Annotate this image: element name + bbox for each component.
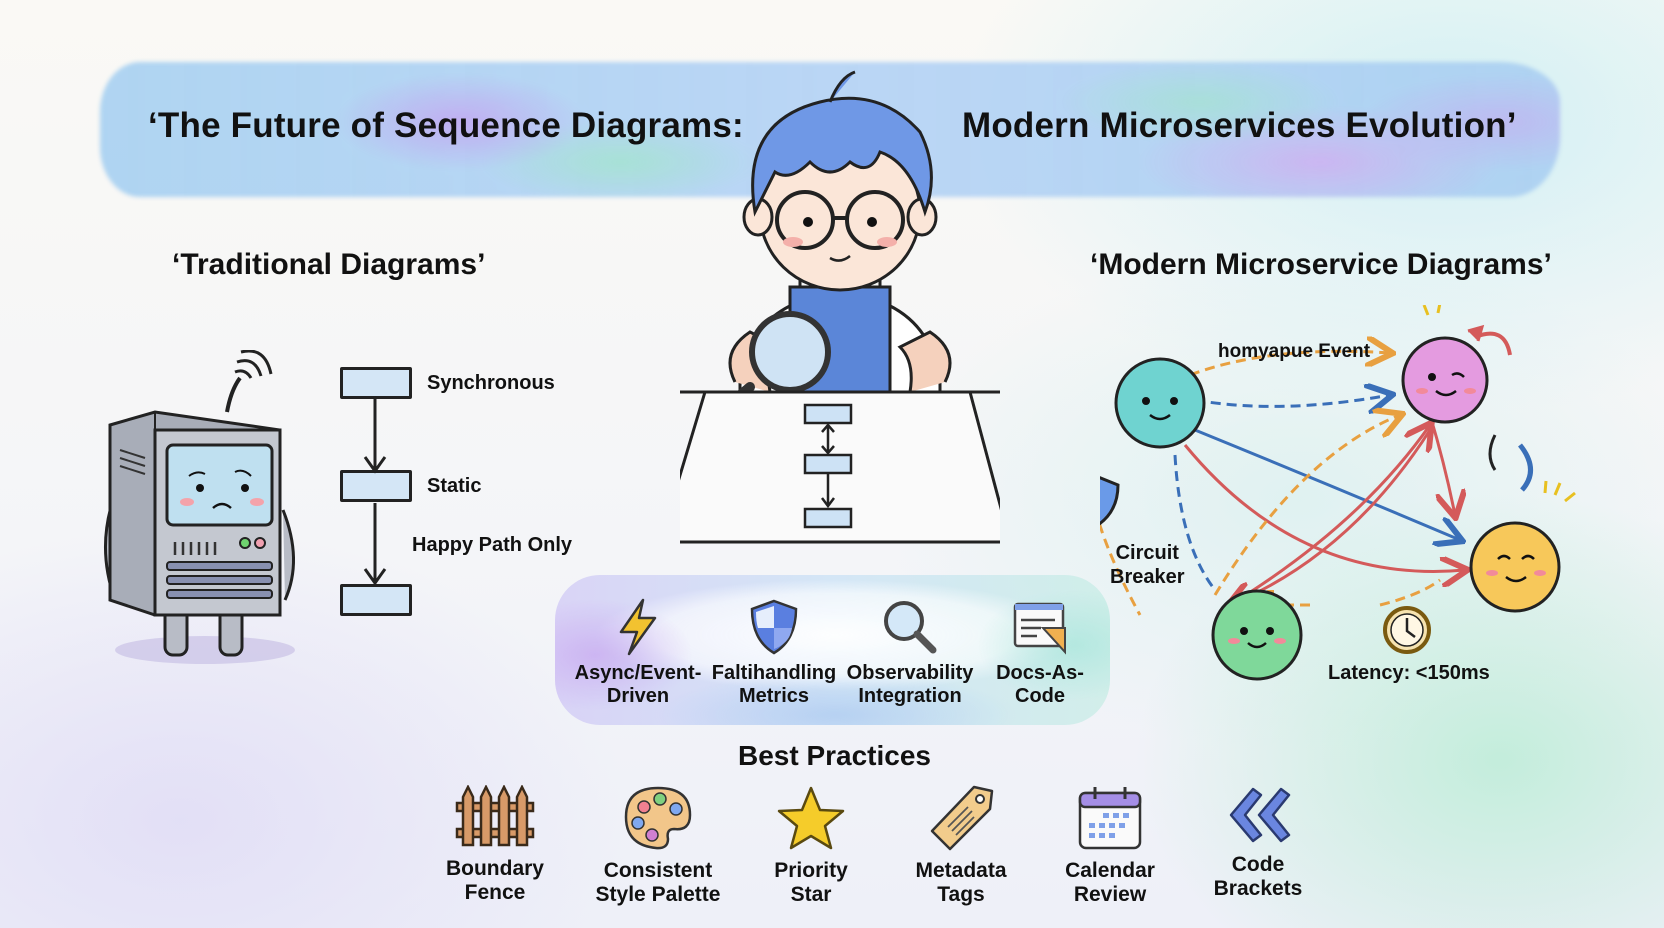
circuit-breaker-line1: Circuit xyxy=(1115,542,1179,564)
pink-service-node xyxy=(1401,336,1489,424)
document-icon xyxy=(1013,602,1066,655)
feature-docs-as-code: Docs-As-Code xyxy=(970,598,1110,708)
circuit-breaker-label: Circuit Breaker xyxy=(1110,541,1185,589)
microservice-network xyxy=(1100,305,1576,681)
feature-card xyxy=(555,575,1110,725)
feature-async: Async/Event-Driven xyxy=(568,598,708,708)
flow-label-happy-path: Happy Path Only xyxy=(412,534,573,556)
teal-service-node xyxy=(1114,357,1206,449)
lightning-icon xyxy=(619,598,657,656)
tag-icon xyxy=(930,785,994,851)
calendar-icon xyxy=(1078,787,1142,850)
title-left: ‘The Future of Sequence Diagrams: xyxy=(148,106,744,145)
sad-computer-icon xyxy=(103,350,295,664)
modern-title: ‘Modern Microservice Diagrams’ xyxy=(1090,248,1552,281)
flow-box-3 xyxy=(340,584,412,616)
green-service-node xyxy=(1211,589,1303,681)
palette-icon xyxy=(624,786,692,850)
title-right: Modern Microservices Evolution’ xyxy=(962,106,1517,145)
flow-box-2 xyxy=(340,470,412,502)
event-label: homyapue Event xyxy=(1218,341,1371,362)
magnifier-icon xyxy=(884,601,937,654)
brackets-icon xyxy=(1229,787,1291,843)
shield-icon xyxy=(750,599,798,655)
circuit-breaker-line2: Breaker xyxy=(1110,566,1185,588)
star-icon xyxy=(777,786,845,850)
latency-label: Latency: <150ms xyxy=(1328,662,1490,684)
best-practices-title: Best Practices xyxy=(738,740,932,771)
flow-arrows xyxy=(363,399,387,586)
boy-with-magnifying-glass-icon xyxy=(680,70,1000,544)
flow-label-static: Static xyxy=(427,475,482,497)
circuit-breaker-shield-icon xyxy=(1100,476,1120,526)
latency-clock-icon xyxy=(1383,606,1431,654)
yellow-service-node xyxy=(1469,521,1561,613)
flow-label-synchronous: Synchronous xyxy=(427,372,555,394)
flow-box-1 xyxy=(340,367,412,399)
traditional-title: ‘Traditional Diagrams’ xyxy=(172,248,486,281)
fence-icon xyxy=(455,785,535,847)
